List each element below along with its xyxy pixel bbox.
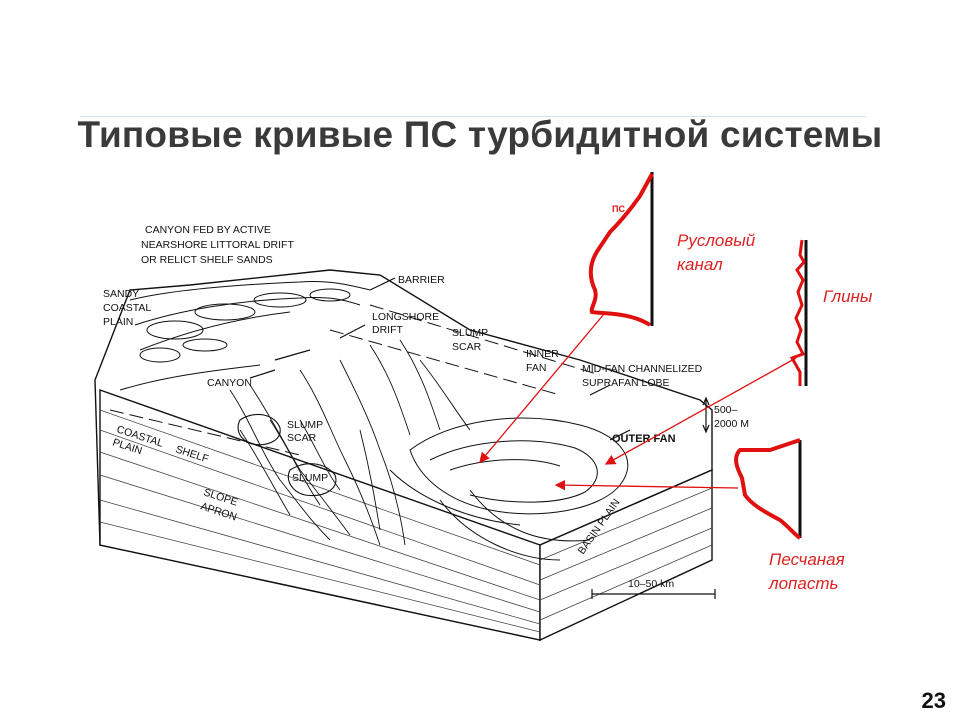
label-midfan-1: MID-FAN CHANNELIZED — [582, 363, 703, 375]
arrow-channel — [479, 313, 605, 463]
channel-sp-curve — [588, 173, 654, 327]
label-slump-scar2-2: SCAR — [287, 432, 317, 444]
label-channel-2: канал — [677, 255, 723, 274]
label-longshore-2: DRIFT — [372, 324, 403, 336]
label-sandy-2: COASTAL — [103, 302, 151, 314]
depth-marker — [702, 396, 710, 434]
label-lobe-1: Песчаная — [769, 550, 845, 569]
label-barrier: BARRIER — [398, 274, 445, 286]
label-slump-scar-1: SLUMP — [452, 327, 488, 339]
label-clays: Глины — [823, 287, 873, 306]
label-outer-fan: OUTER FAN — [612, 433, 676, 445]
label-inner-fan-1: INNER — [526, 348, 559, 360]
arrow-clay — [604, 357, 797, 465]
lobe-sp-curve — [734, 438, 802, 540]
label-midfan-2: SUPRAFAN LOBE — [582, 377, 670, 389]
label-slump-scar-2: SCAR — [452, 341, 482, 353]
label-canyon-feed-1: CANYON FED BY ACTIVE — [145, 224, 271, 236]
label-lobe-2: лопасть — [768, 574, 838, 593]
slide-title: Типовые кривые ПС турбидитной системы — [77, 114, 883, 155]
label-depth-2: 2000 M — [714, 418, 749, 430]
scale-bar — [591, 589, 716, 599]
fan-lobes — [389, 417, 629, 561]
red-arrows — [479, 313, 797, 491]
block-side-face — [539, 468, 713, 642]
label-scale: 10–50 km — [628, 578, 674, 590]
drift-arrows — [249, 277, 631, 441]
label-sandy-3: PLAIN — [103, 316, 133, 328]
label-longshore-1: LONGSHORE — [372, 311, 439, 323]
block-diagram — [94, 269, 716, 642]
label-canyon: CANYON — [207, 377, 252, 389]
label-inner-fan-2: FAN — [526, 362, 546, 374]
label-canyon-feed-3: OR RELICT SHELF SANDS — [141, 254, 273, 266]
slope-channels — [229, 339, 471, 546]
ps-label: ПС — [612, 204, 625, 214]
coastal-ridges — [119, 281, 371, 391]
label-channel-1: Русловый — [677, 231, 756, 250]
label-slump: SLUMP — [292, 472, 328, 484]
label-canyon-feed-2: NEARSHORE LITTORAL DRIFT — [141, 239, 294, 251]
clay-sp-curve — [789, 239, 806, 386]
slide-number: 23 — [921, 688, 946, 713]
slump-features — [237, 413, 337, 497]
title-rule — [80, 116, 866, 117]
arrow-lobe — [554, 479, 739, 491]
shelf-lines — [109, 304, 601, 456]
label-sandy-1: SANDY — [103, 288, 139, 300]
sp-curves: ПС Русловый канал Глины Песчаная лопасть — [588, 172, 873, 593]
label-slump-scar2-1: SLUMP — [287, 419, 323, 431]
label-depth-1: 500– — [714, 404, 738, 416]
front-strata — [99, 409, 713, 633]
